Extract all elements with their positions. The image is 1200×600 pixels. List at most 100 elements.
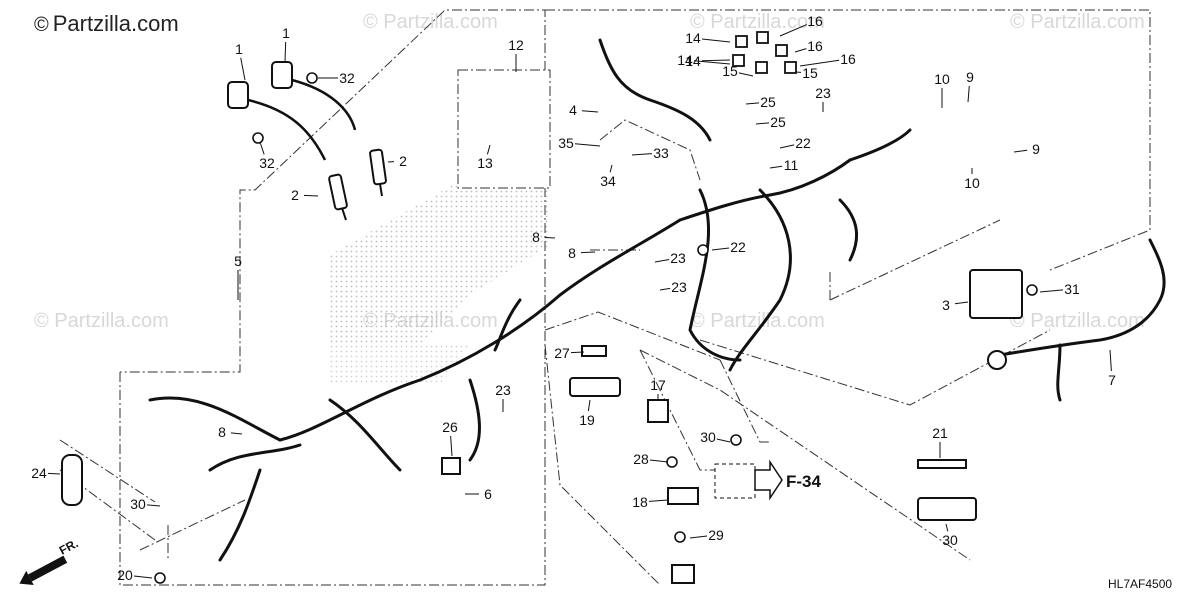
callout-leader xyxy=(574,143,601,147)
callout-number: 14 xyxy=(685,30,701,46)
callout-number: 10 xyxy=(964,175,980,191)
callout-leader xyxy=(794,48,807,53)
callout-number: 32 xyxy=(259,155,275,171)
sensor-part xyxy=(671,564,695,584)
ignition-coil xyxy=(227,61,293,109)
callout-leader xyxy=(755,122,770,125)
callout-number: 17 xyxy=(650,377,666,393)
callout-leader xyxy=(1039,289,1064,293)
sub-harness-connector xyxy=(987,350,1007,370)
callout-leader xyxy=(693,60,731,65)
callout-number: 8 xyxy=(568,245,576,261)
callout-leader xyxy=(779,24,807,37)
callout-number: 19 xyxy=(579,412,595,428)
watermark: © Partzilla.com xyxy=(690,310,825,332)
callout-number: 15 xyxy=(722,63,738,79)
callout-leader xyxy=(745,102,760,105)
callout-leader xyxy=(580,251,596,254)
callout-leader xyxy=(654,259,670,263)
bracket xyxy=(569,377,621,397)
sensor-part xyxy=(667,487,699,505)
callout-leader xyxy=(711,247,730,251)
callout-number: 8 xyxy=(218,424,226,440)
reference-label: F-34 xyxy=(786,472,822,491)
callout-number: 11 xyxy=(784,157,799,173)
callout-number: 22 xyxy=(795,135,811,151)
callout-number: 2 xyxy=(291,187,299,203)
watermark: © Partzilla.com xyxy=(34,310,169,332)
coupler-part xyxy=(441,457,461,475)
callout-leader xyxy=(631,153,653,156)
callout-number: 21 xyxy=(932,425,948,441)
module-part xyxy=(917,497,977,521)
callout-leader xyxy=(738,72,754,77)
callout-leader xyxy=(587,399,591,412)
callout-number: 23 xyxy=(670,250,686,266)
strap-part xyxy=(917,459,967,469)
callout-number: 9 xyxy=(966,69,974,85)
watermark: © Partzilla.com xyxy=(363,11,498,33)
callout-number: 10 xyxy=(934,71,950,87)
callout-number: 13 xyxy=(477,155,493,171)
callout-leader xyxy=(701,59,731,62)
callout-number: 7 xyxy=(1108,372,1116,388)
callout-number: 5 xyxy=(234,253,242,269)
callout-number: 32 xyxy=(339,70,355,86)
callout-number: 30 xyxy=(700,429,716,445)
coil-lead xyxy=(247,78,357,161)
callout-number: 16 xyxy=(840,51,856,67)
callout-leader xyxy=(649,459,669,463)
callout-number: 34 xyxy=(600,173,616,189)
callout-leader xyxy=(259,141,265,155)
callout-number: 3 xyxy=(942,297,950,313)
callout-leader xyxy=(570,351,585,354)
callout-number: 1 xyxy=(235,41,243,57)
callout-number: 20 xyxy=(117,567,133,583)
watermark: © Partzilla.com xyxy=(1010,11,1145,33)
spark-plug-cap xyxy=(328,148,387,221)
reference-arrow: F-34 xyxy=(714,459,822,501)
main-wire-harness xyxy=(148,38,912,562)
copyright-symbol: © xyxy=(34,14,49,36)
callout-number: 31 xyxy=(1064,281,1080,297)
watermark: © Partzilla.com xyxy=(1010,310,1145,332)
leader-lines xyxy=(47,24,1112,579)
callout-number: 35 xyxy=(558,135,574,151)
callout-number: 28 xyxy=(633,451,649,467)
callout-leader xyxy=(799,59,840,67)
callout-leader xyxy=(240,57,246,81)
callout-number: 33 xyxy=(653,145,669,161)
watermark: © Partzilla.com xyxy=(690,11,825,33)
callout-number: 16 xyxy=(807,13,823,29)
dotted-shading xyxy=(330,175,550,345)
horn-part xyxy=(61,454,83,506)
callout-number: 4 xyxy=(569,102,577,118)
callout-leader xyxy=(47,472,61,475)
callout-leader xyxy=(769,165,783,169)
callout-leader xyxy=(230,432,243,435)
callout-leader xyxy=(146,504,161,507)
callout-leader xyxy=(581,110,599,113)
callout-number: 22 xyxy=(730,239,746,255)
inset-box xyxy=(457,69,551,189)
dotted-shading xyxy=(330,345,470,385)
callout-leader xyxy=(954,301,969,305)
callout-number: 23 xyxy=(495,382,511,398)
callout-number: 26 xyxy=(442,419,458,435)
callout-leader xyxy=(1109,349,1112,372)
callout-leader xyxy=(609,164,613,173)
callout-leader xyxy=(450,435,453,457)
callout-number: 25 xyxy=(760,94,776,110)
sub-harness xyxy=(998,238,1166,402)
callout-number: 18 xyxy=(632,494,648,510)
callout-number: 24 xyxy=(31,465,47,481)
callout-leader xyxy=(303,194,319,197)
callout-number: 23 xyxy=(671,279,687,295)
regulator-rectifier xyxy=(969,269,1023,319)
callout-leader xyxy=(648,499,669,502)
callout-leader xyxy=(716,438,731,443)
callout-leader xyxy=(284,41,287,63)
callout-number: 15 xyxy=(802,65,818,81)
